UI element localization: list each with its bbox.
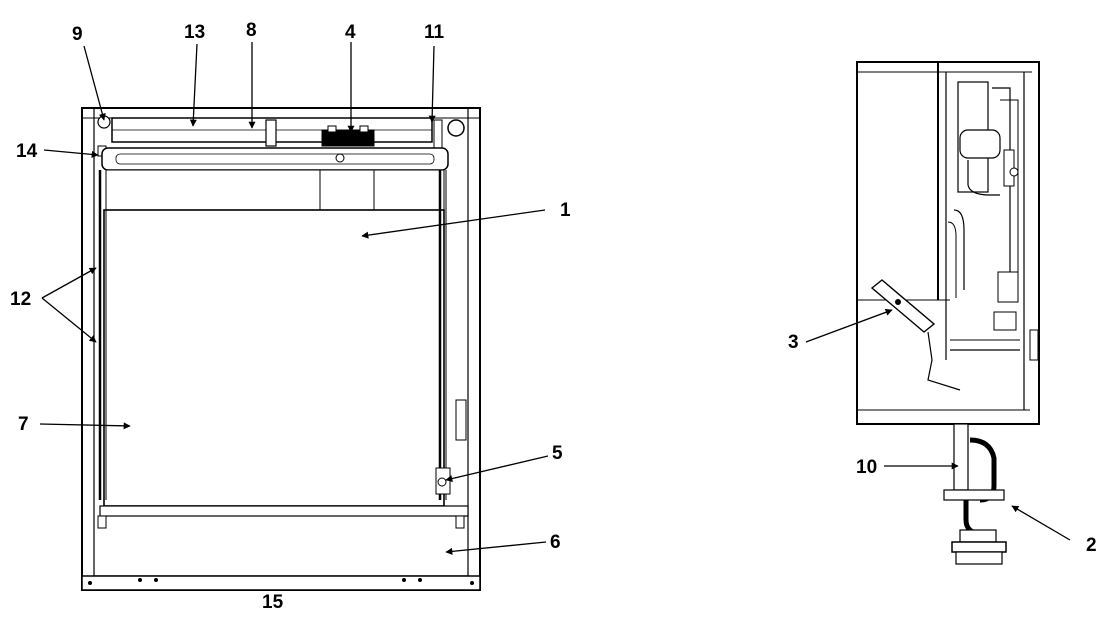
callouts: 1 4 5 6 7 8 9 11 12 13 14 15 2 3 10 bbox=[10, 20, 1097, 613]
strap-bracket bbox=[870, 279, 961, 391]
drain-pan bbox=[101, 147, 449, 171]
callout-6: 6 bbox=[550, 532, 561, 553]
side-cabinet bbox=[856, 61, 1040, 425]
callout-13: 13 bbox=[184, 22, 205, 43]
callout-1: 1 bbox=[560, 200, 571, 221]
callout-2: 2 bbox=[1086, 535, 1097, 556]
callout-12: 12 bbox=[10, 289, 31, 310]
callout-4: 4 bbox=[345, 22, 356, 43]
callout-14: 14 bbox=[16, 141, 38, 162]
coil-panel bbox=[103, 209, 445, 507]
drain-trap bbox=[943, 423, 1007, 565]
base-rail bbox=[81, 575, 481, 591]
callout-9: 9 bbox=[72, 24, 83, 45]
top-header-assembly bbox=[97, 115, 465, 157]
callout-7: 7 bbox=[18, 414, 29, 435]
callout-8: 8 bbox=[246, 20, 257, 41]
leader-lines bbox=[39, 42, 1071, 555]
callout-10: 10 bbox=[856, 457, 877, 478]
side-view bbox=[856, 61, 1040, 565]
callout-11: 11 bbox=[424, 22, 445, 43]
front-view bbox=[81, 107, 481, 591]
callout-5: 5 bbox=[552, 443, 563, 464]
callout-3: 3 bbox=[788, 332, 799, 353]
refrigerant-piping bbox=[947, 81, 1039, 361]
callout-15: 15 bbox=[262, 592, 284, 613]
